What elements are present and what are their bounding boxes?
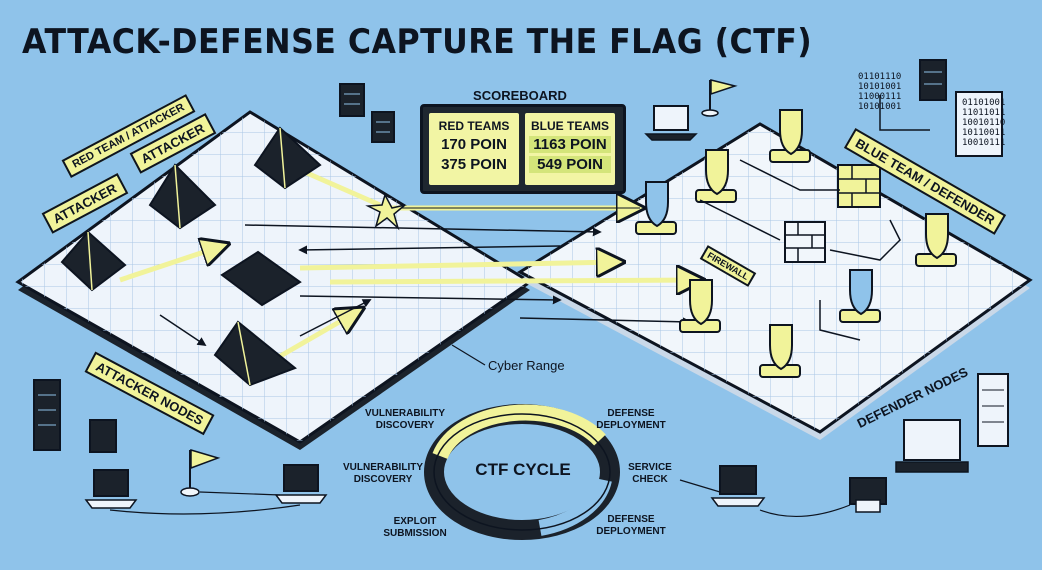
attacker-node-3 (60, 230, 127, 292)
attacker-node-1 (253, 126, 322, 190)
red-score-2: 375 POIN (441, 156, 507, 173)
blue-teams-column: BLUE TEAMS 1163 POIN 549 POIN (525, 113, 615, 185)
attacker-node-2 (148, 163, 217, 230)
cycle-step-vuln-left: VULNERABILITY DISCOVERY (343, 462, 423, 485)
attacker-node-5 (213, 320, 297, 387)
printer-icon (849, 477, 887, 513)
server-rack-icon (977, 373, 1009, 447)
flag-icon (180, 448, 221, 497)
scoreboard: RED TEAMS 170 POIN 375 POIN BLUE TEAMS 1… (420, 104, 626, 194)
red-teams-header: RED TEAMS (438, 119, 510, 133)
attack-arrows (119, 167, 700, 365)
scoreboard-title: SCOREBOARD (473, 88, 567, 103)
server-icon (339, 83, 395, 143)
cycle-step-service-check: SERVICE CHECK (628, 462, 672, 485)
binary-screen-text: 01101001 11011011 10010110 10110011 1001… (962, 98, 1006, 148)
laptop-icon (710, 465, 766, 507)
network-line (679, 479, 851, 517)
network-line (109, 491, 301, 515)
cycle-step-exploit: EXPLOIT SUBMISSION (383, 516, 447, 539)
binary-text: 01101110 10101001 11000111 10101001 (858, 72, 902, 112)
attacker-node-4 (220, 250, 302, 307)
red-teams-column: RED TEAMS 170 POIN 375 POIN (429, 113, 519, 185)
monitor-icon (895, 419, 969, 473)
flag-icon (701, 79, 738, 117)
blue-score-1: 1163 POIN (529, 136, 611, 153)
cyber-range-pointer (451, 344, 486, 366)
laptop-icon (644, 105, 698, 141)
shield-icon (635, 109, 957, 378)
firewall-icon (784, 164, 881, 263)
blue-teams-header: BLUE TEAMS (531, 119, 609, 133)
defender-links (699, 95, 930, 341)
cycle-step-defense-top: DEFENSE DEPLOYMENT (596, 408, 666, 431)
ctf-cycle-ring (424, 404, 620, 540)
cycle-step-defense-bottom: DEFENSE DEPLOYMENT (596, 514, 666, 537)
server-icon (919, 59, 947, 101)
cycle-center-label: CTF CYCLE (475, 460, 571, 479)
monitor-icon (955, 91, 1003, 157)
server-rack-icon (33, 379, 117, 453)
cycle-step-vuln-top: VULNERABILITY DISCOVERY (365, 408, 445, 431)
red-score-1: 170 POIN (441, 136, 507, 153)
laptop-icon (84, 464, 328, 509)
page-title: ATTACK-DEFENSE CAPTURE THE FLAG (CTF) (22, 22, 813, 62)
blue-score-2: 549 POIN (529, 156, 611, 173)
cyber-range-label: Cyber Range (488, 358, 565, 373)
